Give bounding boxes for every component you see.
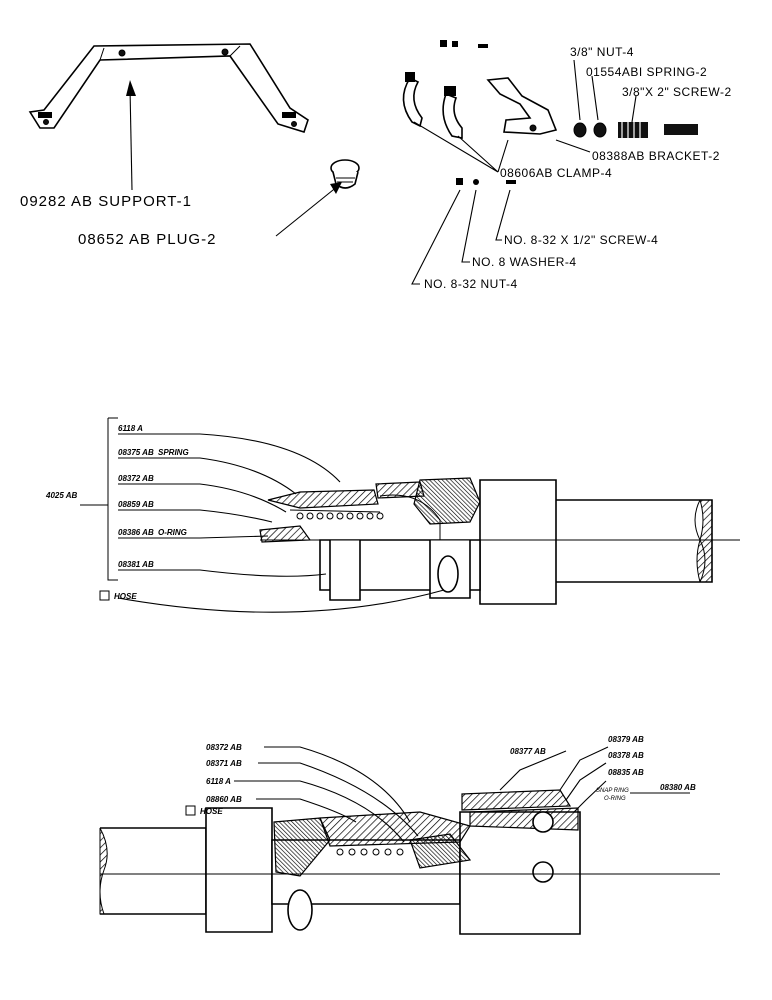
washer8-label: NO. 8 WASHER-4 — [472, 255, 577, 269]
d3-right-4: 08380 AB — [660, 783, 696, 792]
d2-oring-note: O-RING — [158, 528, 187, 537]
coupler-2-leaders — [234, 746, 690, 843]
d3-right-2: 08378 AB — [608, 751, 644, 760]
d3-left-0: 08372 AB — [206, 743, 242, 752]
d2-part-3: 08859 AB — [118, 500, 154, 509]
nut38-label: 3/8" NUT-4 — [570, 45, 634, 59]
d3-right-1: 08379 AB — [608, 735, 644, 744]
support-part — [28, 43, 309, 133]
bracket-label: 08388AB BRACKET-2 — [592, 149, 720, 163]
assembly-label: 4025 AB — [45, 491, 78, 500]
d3-left-3: 08860 AB — [206, 795, 242, 804]
d3-left-1: 08371 AB — [206, 759, 242, 768]
d2-part-0: 6118 A — [118, 424, 143, 433]
coupler-diagram-2 — [99, 789, 720, 935]
clamp-label: 08606AB CLAMP-4 — [500, 166, 612, 180]
support-label: 09282 AB SUPPORT-1 — [20, 193, 192, 210]
coupler-diagram-1 — [80, 417, 740, 605]
hardware-parts — [402, 40, 698, 185]
screw8-label: NO. 8-32 X 1/2" SCREW-4 — [504, 233, 658, 247]
d3-right-0: 08377 AB — [510, 747, 546, 756]
spring-label: 01554ABI SPRING-2 — [586, 65, 707, 79]
d3-oring-note: O-RING — [604, 796, 626, 802]
screw38-label: 3/8"X 2" SCREW-2 — [622, 85, 732, 99]
support-leader — [129, 87, 133, 191]
hardware-leaders — [411, 59, 637, 285]
d2-spring-note: SPRING — [158, 448, 189, 457]
d3-left-2: 6118 A — [206, 777, 231, 786]
d2-part-1: 08375 AB — [118, 448, 154, 457]
plug-leader — [275, 185, 339, 237]
coupler-1-leaders — [117, 433, 445, 613]
d2-part-5: 08381 AB — [118, 560, 154, 569]
hose-checkbox-1 — [99, 590, 110, 601]
d2-hose: HOSE — [114, 592, 137, 601]
d2-part-4: 08386 AB — [118, 528, 154, 537]
plug-label: 08652 AB PLUG-2 — [78, 231, 216, 248]
d3-hose: HOSE — [200, 807, 223, 816]
hose-checkbox-2 — [185, 805, 196, 816]
d3-right-3: 08835 AB — [608, 768, 644, 777]
nut8-label: NO. 8-32 NUT-4 — [424, 277, 518, 291]
d2-part-2: 08372 AB — [118, 474, 154, 483]
d3-snap-note: SNAP RING — [596, 788, 629, 794]
